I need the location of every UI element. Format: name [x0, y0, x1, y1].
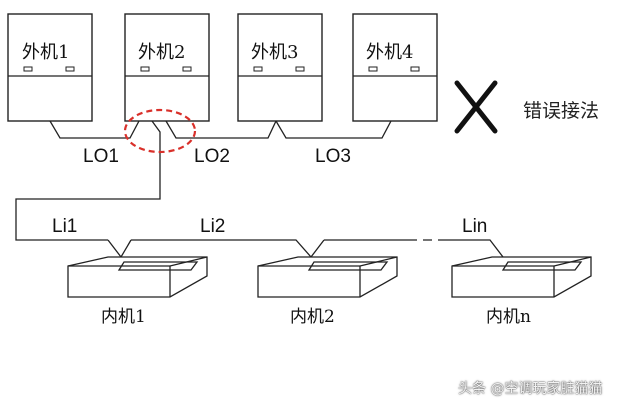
indoor-link-label-li1: Li1 [52, 216, 78, 237]
outdoor-link-label-lo2: LO2 [194, 146, 230, 167]
indoor-unit-1-label: 内机1 [101, 307, 146, 327]
outdoor-link-label-lo3: LO3 [315, 146, 351, 167]
indoor-unit-2 [257, 256, 398, 298]
indoor-wire-li1 [107, 239, 132, 259]
error-highlight-ellipse [123, 108, 197, 154]
outdoor-unit-4 [352, 13, 438, 122]
outdoor-unit-2 [124, 13, 210, 122]
indoor-wire-li2 [131, 239, 325, 259]
outdoor-unit-3 [237, 13, 323, 122]
indoor-wire-lin-end [446, 239, 504, 258]
indoor-unit-n [451, 256, 592, 298]
outdoor-link-label-lo1: LO1 [83, 146, 119, 167]
wrong-connection-label: 错误接法 [523, 100, 600, 122]
indoor-unit-n-label: 内机n [486, 307, 531, 327]
indoor-unit-1 [67, 256, 208, 298]
outdoor-unit-1-label: 外机1 [22, 42, 70, 63]
outdoor-wire-lo2 [165, 120, 277, 139]
outdoor-unit-4-label: 外机4 [366, 42, 414, 63]
wrong-mark-x-icon [454, 80, 498, 134]
indoor-link-label-li2: Li2 [200, 216, 226, 237]
indoor-unit-2-label: 内机2 [290, 307, 335, 327]
outdoor-wire-lo1 [49, 120, 140, 139]
outdoor-unit-3-label: 外机3 [251, 42, 299, 63]
indoor-link-label-lin: Lin [462, 216, 488, 237]
wrong-branch-wire [15, 120, 161, 241]
outdoor-wire-lo3 [275, 120, 392, 139]
outdoor-unit-1 [7, 13, 93, 122]
outdoor-unit-2-label: 外机2 [138, 42, 186, 63]
watermark-text: 头条 @空调玩家脏猫猫 [458, 381, 603, 397]
